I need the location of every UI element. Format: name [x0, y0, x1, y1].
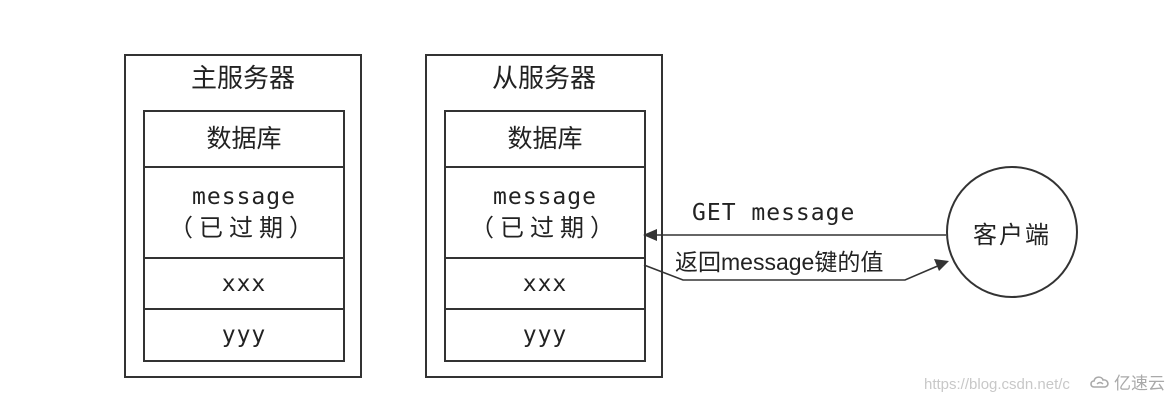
- brand-logo: 亿速云: [1089, 369, 1165, 394]
- slave-database-header: 数据库: [446, 112, 644, 166]
- slave-server-title: 从服务器: [491, 64, 596, 94]
- master-row-message: message （已过期）: [145, 166, 343, 257]
- watermark-url: https://blog.csdn.net/c: [924, 376, 1070, 393]
- slave-database: 数据库 message （已过期） xxx yyy: [444, 110, 646, 362]
- key-label: message: [192, 183, 296, 210]
- slave-row-xxx: xxx: [446, 257, 644, 308]
- master-database: 数据库 message （已过期） xxx yyy: [143, 110, 345, 362]
- slave-row-message: message （已过期）: [446, 166, 644, 257]
- response-arrowhead: [934, 259, 949, 271]
- key-label: xxx: [522, 270, 568, 297]
- key-label: xxx: [221, 270, 267, 297]
- master-row-yyy: yyy: [145, 308, 343, 360]
- request-label: GET message: [692, 200, 856, 226]
- master-server-title: 主服务器: [190, 64, 295, 94]
- slave-row-yyy: yyy: [446, 308, 644, 360]
- database-header-label: 数据库: [507, 124, 583, 153]
- master-row-xxx: xxx: [145, 257, 343, 308]
- key-label: message: [493, 183, 597, 210]
- key-label: yyy: [522, 322, 568, 348]
- database-header-label: 数据库: [206, 124, 282, 153]
- expired-note: （已过期）: [470, 213, 620, 242]
- master-database-header: 数据库: [145, 112, 343, 166]
- expired-note: （已过期）: [169, 213, 319, 242]
- client-node: 客户端: [946, 166, 1078, 298]
- response-label: 返回message键的值: [675, 249, 884, 275]
- slave-server: 从服务器 数据库 message （已过期） xxx yyy: [425, 54, 663, 378]
- brand-name: 亿速云: [1114, 374, 1165, 394]
- master-server: 主服务器 数据库 message （已过期） xxx yyy: [124, 54, 362, 378]
- cloud-icon: [1090, 375, 1109, 388]
- key-label: yyy: [221, 322, 267, 348]
- client-label: 客户端: [973, 220, 1051, 249]
